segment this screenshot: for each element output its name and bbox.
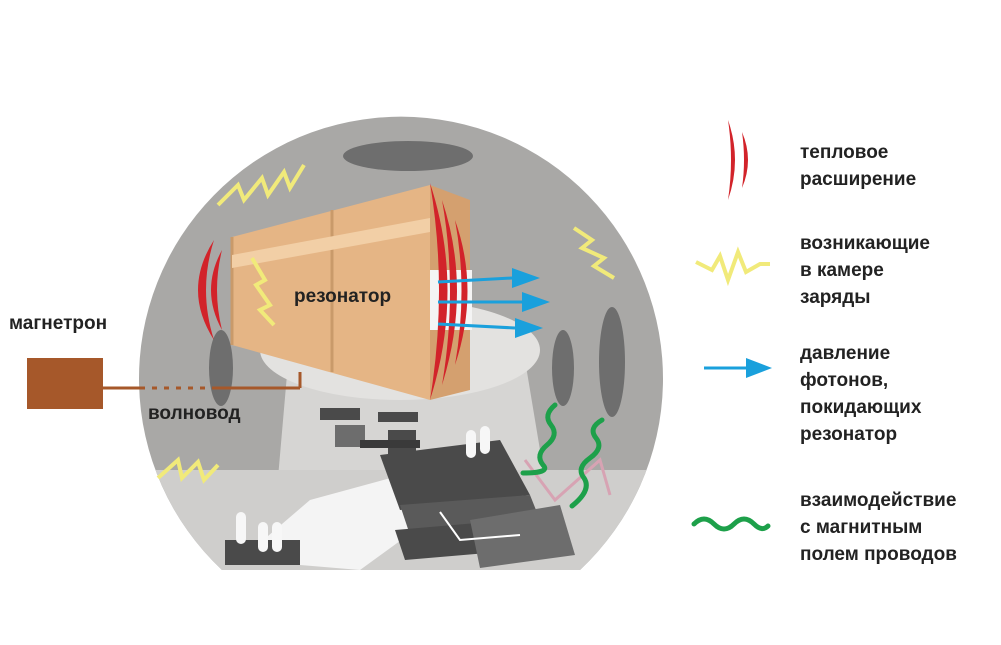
photon-pressure-arrows <box>437 268 550 338</box>
waveguide-label: волновод <box>148 403 241 424</box>
legend-line: в камере <box>800 260 884 281</box>
legend-line: взаимодействие <box>800 490 957 511</box>
red-arcs-icon <box>728 120 748 200</box>
thermal-expansion-arcs <box>198 183 468 400</box>
legend-line: резонатор <box>800 424 898 445</box>
legend-line: покидающих <box>800 397 922 418</box>
legend-line: полем проводов <box>800 544 957 565</box>
legend-line: расширение <box>800 169 917 190</box>
legend-line: заряды <box>800 287 871 308</box>
top-port <box>343 141 473 171</box>
legend-item-magnetic-interaction: взаимодействие с магнитным полем проводо… <box>800 487 957 568</box>
legend-line: с магнитным <box>800 517 923 538</box>
yellow-zigzag-icon <box>695 246 770 287</box>
magnetron-label: магнетрон <box>9 313 108 334</box>
legend-item-chamber-charges: возникающие в камере заряды <box>800 230 930 311</box>
right-port-2 <box>599 307 625 417</box>
left-port <box>209 330 233 406</box>
legend-line: возникающие <box>800 233 930 254</box>
legend-line: давление <box>800 343 891 364</box>
chamber-charges <box>156 163 616 484</box>
legend-item-photon-pressure: давление фотонов, покидающих резонатор <box>800 340 921 448</box>
legend-item-thermal-expansion: тепловое расширение <box>800 139 916 193</box>
resonator-label: резонатор <box>294 286 392 307</box>
magnetron-assembly <box>27 358 300 409</box>
blue-arrow-icon <box>704 358 772 378</box>
right-port-1 <box>552 330 574 406</box>
legend-icons <box>691 120 772 532</box>
legend-line: тепловое <box>800 142 889 163</box>
legend-line: фотонов, <box>800 370 889 391</box>
magnetron-box <box>27 358 103 409</box>
green-wave-icon <box>691 516 771 532</box>
magnetic-field-wires <box>520 402 605 509</box>
lab-equipment <box>225 408 612 570</box>
